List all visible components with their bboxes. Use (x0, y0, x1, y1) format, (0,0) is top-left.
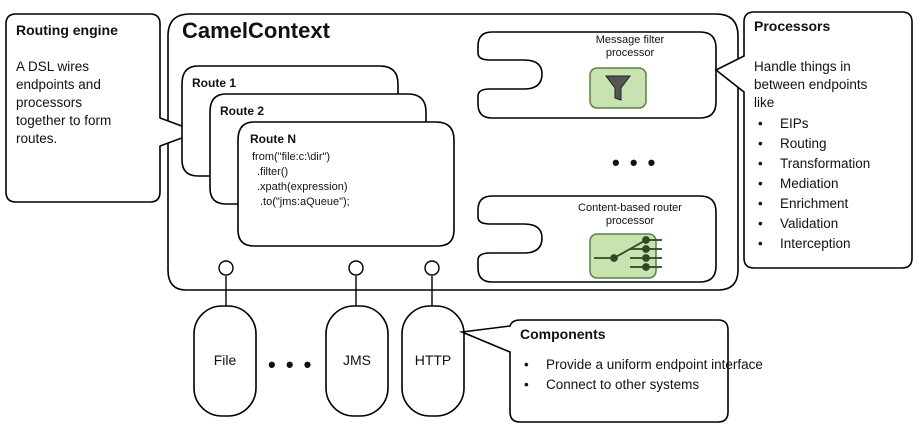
http-component-label: HTTP (414, 352, 452, 368)
endpoint-connectors (218, 260, 440, 306)
processors-list-item: Enrichment (754, 194, 870, 214)
routing-engine-line: endpoints and (16, 77, 101, 92)
processors-list-item: Mediation (754, 174, 870, 194)
processor-ellipsis: • • • (612, 150, 658, 175)
route-n-label: Route N (250, 132, 296, 146)
routing-engine-line: routes. (16, 131, 58, 146)
routing-engine-callout (5, 13, 201, 203)
message-filter-label-line: processor (605, 47, 655, 59)
http-component-shape (401, 305, 465, 417)
routing-engine-body: A DSL wires endpoints and processors tog… (16, 58, 111, 148)
cbr-label: Content-based router processor (550, 202, 710, 228)
file-component-shape (193, 305, 257, 417)
components-title: Components (520, 326, 606, 342)
processors-list-item: Interception (754, 234, 870, 254)
message-filter-label: Message filter processor (560, 34, 700, 60)
routing-engine-line: processors (16, 95, 83, 110)
route-n-card (237, 121, 455, 247)
jms-component-label: JMS (343, 352, 371, 368)
route-code-line: from("file:c:\dir") (252, 151, 331, 163)
processors-body: Handle things in between endpoints like (754, 58, 867, 112)
processors-list-item: Validation (754, 214, 870, 234)
processors-line: between endpoints (754, 77, 868, 92)
file-component-label: File (213, 352, 237, 368)
message-filter-label-line: Message filter (595, 34, 665, 46)
route-code-line: .to("jms:aQueue"); (260, 196, 350, 208)
route-code-line: .filter() (257, 166, 289, 178)
processors-list: EIPs Routing Transformation Mediation En… (754, 114, 870, 254)
route-2-label: Route 2 (220, 104, 265, 118)
processors-list-item: Transformation (754, 154, 870, 174)
processors-title: Processors (754, 18, 831, 34)
components-list-item: Connect to other systems (520, 376, 716, 393)
components-ellipsis: • • • (268, 352, 314, 377)
routing-engine-line: A DSL wires (16, 59, 90, 74)
funnel-icon (605, 75, 631, 101)
components-list: Provide a uniform endpoint interface Con… (520, 356, 763, 393)
processors-line: Handle things in (754, 59, 851, 74)
processors-list-item: Routing (754, 134, 870, 154)
components-list-item: Provide a uniform endpoint interface (520, 356, 763, 373)
jms-component-shape (325, 305, 389, 417)
route-code-line: .xpath(expression) (257, 181, 348, 193)
processors-line: like (754, 95, 775, 110)
camel-context-title: CamelContext (182, 18, 330, 43)
cbr-label-line: Content-based router (578, 202, 682, 214)
route-dsl-code: from("file:c:\dir") .filter() .xpath(exp… (252, 150, 350, 210)
cbr-label-line: processor (605, 215, 655, 227)
route-1-label: Route 1 (192, 76, 237, 90)
processors-list-item: EIPs (754, 114, 870, 134)
router-switch-icon (594, 236, 662, 271)
routing-engine-title: Routing engine (16, 22, 118, 38)
routing-engine-line: together to form (16, 113, 112, 128)
